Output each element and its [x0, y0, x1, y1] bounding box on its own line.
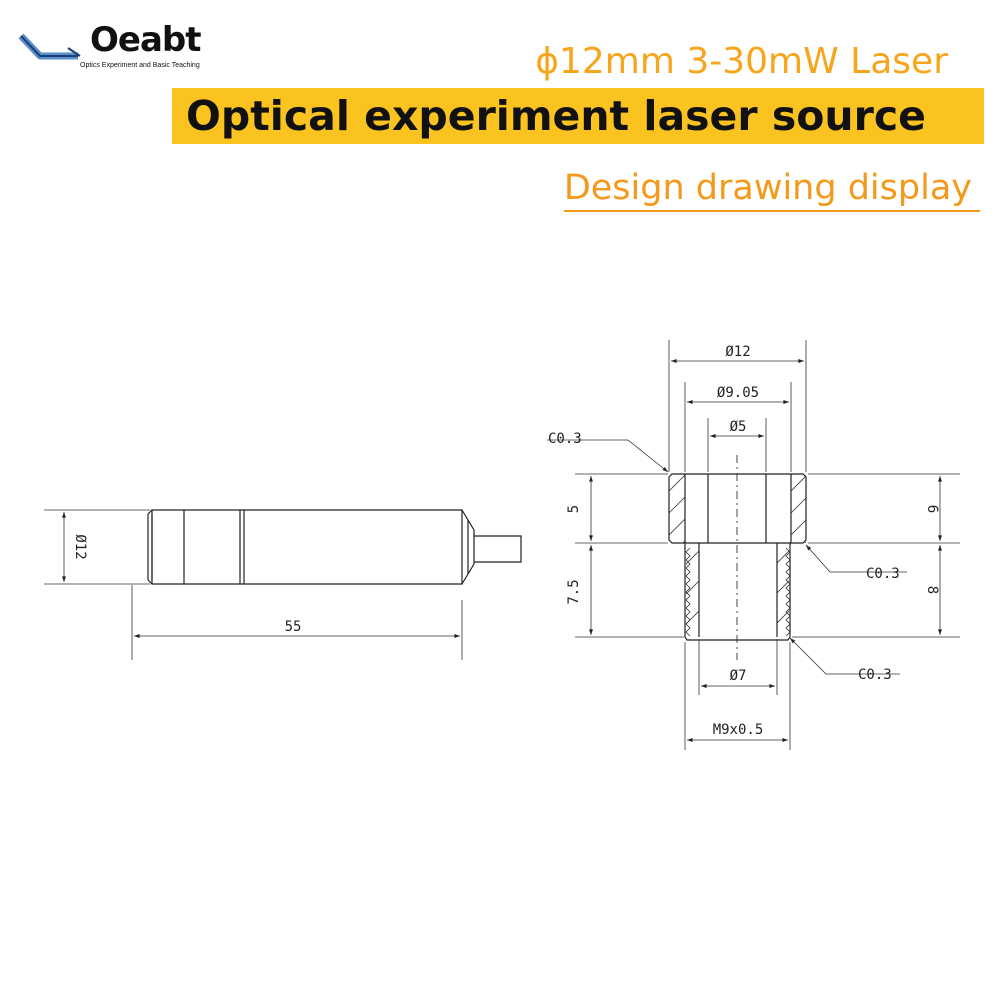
brand-name: Oeabt	[90, 20, 201, 60]
product-subtitle: ϕ12mm 3-30mW Laser	[535, 41, 948, 82]
inner-diameter-label: Ø9.05	[717, 385, 759, 401]
chamfer-top-label: C0.3	[548, 431, 582, 447]
outer-diameter-label: Ø12	[725, 344, 750, 360]
page-title: Optical experiment laser source	[186, 92, 926, 140]
title-banner	[172, 88, 984, 144]
thread-spec-label: M9x0.5	[713, 722, 764, 738]
chamfer-top-leader	[547, 439, 669, 473]
brand-tagline: Optics Experiment and Basic Teaching	[80, 62, 200, 69]
chamfer-bottom-label: C0.3	[858, 667, 892, 683]
height-6-label: 6	[924, 505, 940, 513]
front-pin	[474, 535, 522, 563]
chamfer-mid-leader	[805, 544, 907, 573]
chamfer-bottom-leader	[789, 637, 900, 675]
section-view: Ø12 Ø9.05 Ø5 5 7.5 6 8 C0.3 C0.3 C0.3	[547, 340, 960, 750]
logo-mark-icon	[18, 33, 81, 60]
height-8-label: 8	[924, 586, 940, 594]
section-hatching	[669, 474, 806, 637]
lower-bore-label: Ø7	[730, 668, 747, 684]
side-length-label: 55	[285, 619, 302, 635]
section-caption: Design drawing display	[563, 166, 980, 212]
side-view: Ø12 55	[44, 509, 522, 660]
thread-left	[685, 547, 691, 637]
depth-5-label: 5	[566, 505, 582, 513]
bore-diameter-label: Ø5	[730, 419, 747, 435]
laser-body-outline	[151, 509, 463, 585]
chamfer-mid-label: C0.3	[866, 566, 900, 582]
cap-outline	[668, 473, 807, 641]
thread-right	[785, 547, 791, 637]
side-diameter-label: Ø12	[72, 534, 88, 559]
brand-logo: Oeabt Optics Experiment and Basic Teachi…	[18, 20, 238, 82]
height-7-5-label: 7.5	[566, 579, 582, 604]
inner-cavity	[684, 474, 792, 637]
